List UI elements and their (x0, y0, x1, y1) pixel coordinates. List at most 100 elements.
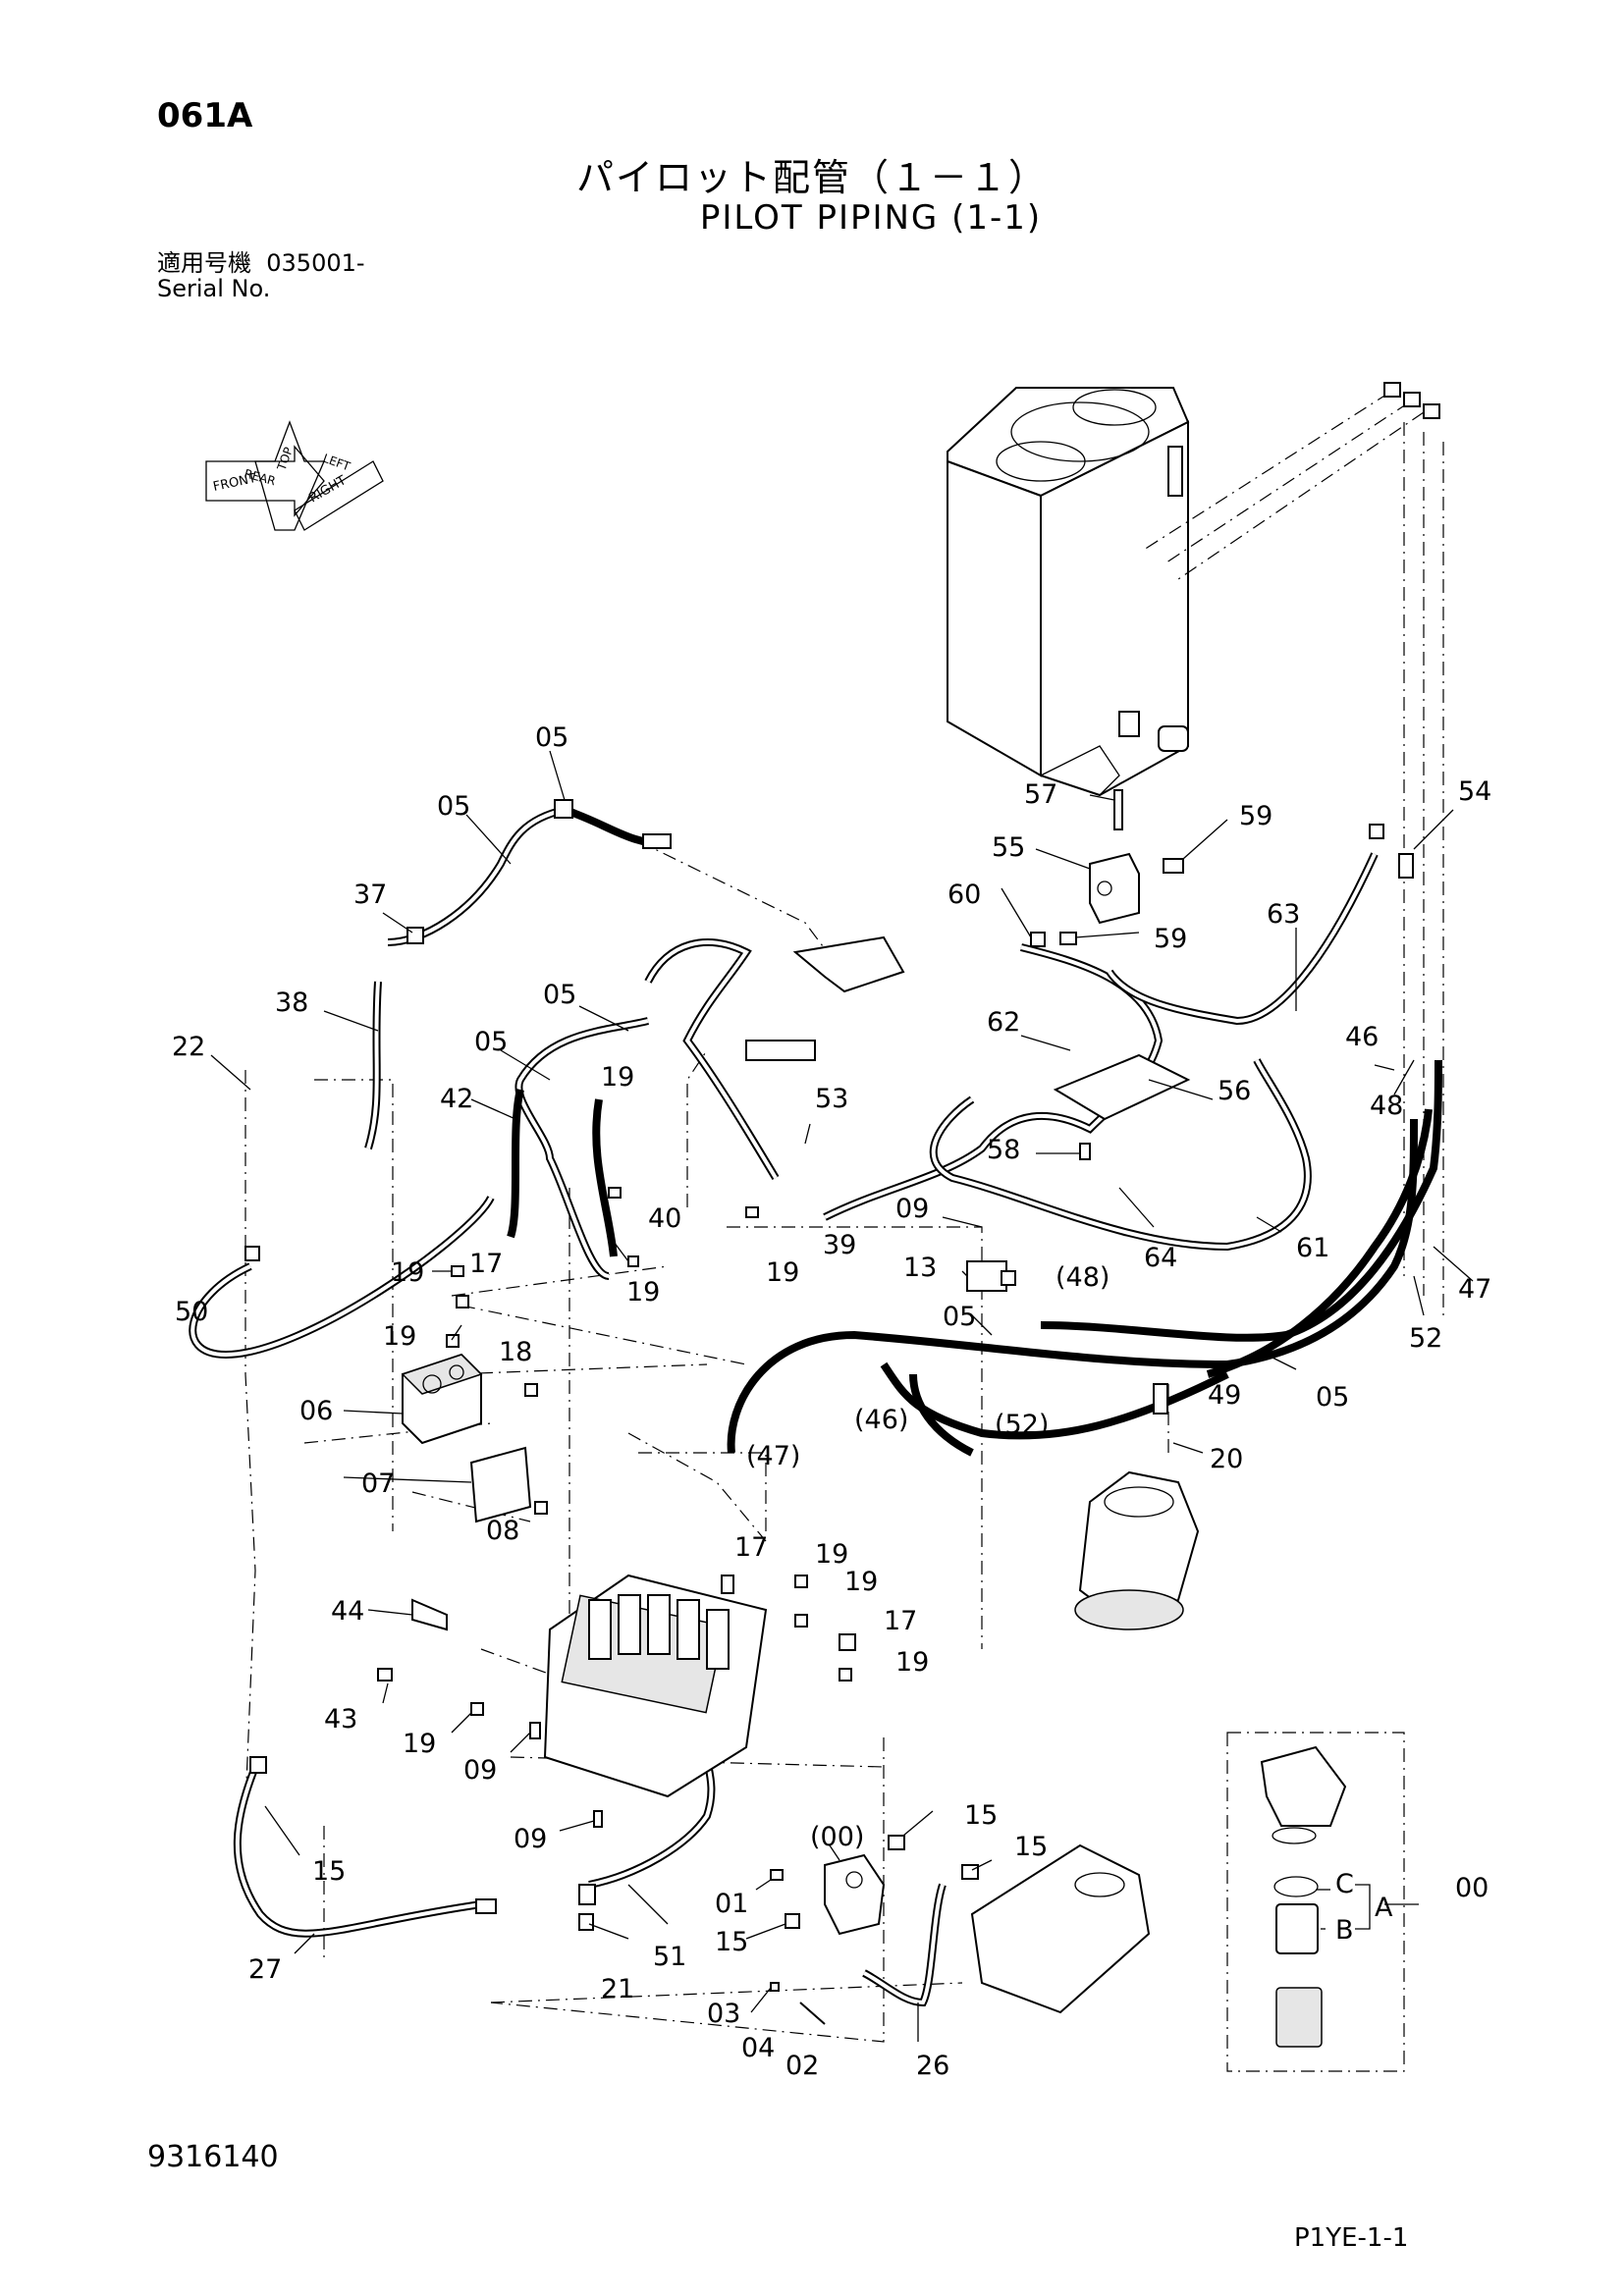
callout-05: 05 (437, 791, 470, 822)
serial-label-en: Serial No. (157, 275, 271, 302)
callout-leaders (210, 750, 1474, 2042)
callout-18: 18 (499, 1337, 532, 1367)
callout-40: 40 (648, 1203, 681, 1234)
pilot-valve-06 (401, 1353, 483, 1445)
callout-19: 19 (403, 1729, 436, 1759)
arrow-label-left: LEFT (321, 452, 352, 474)
callout-58: 58 (987, 1135, 1020, 1165)
callout-06: 06 (299, 1396, 333, 1426)
callout-20: 20 (1210, 1444, 1243, 1474)
arrow-label-top: TOP (274, 446, 296, 473)
callout-46-ref: (46) (854, 1405, 908, 1435)
control-valve-assembly (543, 1574, 768, 1798)
callout-22: 22 (172, 1032, 205, 1062)
callout-27: 27 (248, 1954, 282, 1985)
solenoid-13 (966, 1260, 1016, 1292)
callout-59: 59 (1154, 924, 1187, 954)
bracket-parts-upper (745, 935, 905, 1061)
bracket-44 (411, 1598, 448, 1631)
callout-62: 62 (987, 1007, 1020, 1038)
callout-00-ref: (00) (810, 1822, 864, 1852)
callout-59: 59 (1239, 801, 1272, 831)
callout-57: 57 (1024, 779, 1057, 810)
callout-46: 46 (1345, 1022, 1379, 1052)
callout-15: 15 (312, 1856, 346, 1887)
callout-17: 17 (469, 1249, 503, 1279)
callout-50: 50 (175, 1297, 208, 1327)
title-japanese: パイロット配管（１－１） (575, 156, 1048, 199)
callout-05: 05 (943, 1302, 976, 1332)
callout-05: 05 (1316, 1382, 1349, 1413)
serial-range: 035001- (266, 249, 365, 277)
callout-54: 54 (1458, 776, 1491, 807)
callout-26: 26 (916, 2051, 949, 2081)
callout-15: 15 (964, 1800, 998, 1831)
serial-info: 適用号機 035001- Serial No. (157, 250, 365, 301)
callout-labels: 05 05 37 38 22 05 05 42 19 19 40 19 19 3… (172, 722, 1491, 2081)
callout-08: 08 (486, 1516, 519, 1546)
callout-19: 19 (626, 1277, 660, 1308)
callout-00: 00 (1455, 1873, 1489, 1903)
travel-motor (970, 1843, 1151, 2014)
callout-19: 19 (601, 1062, 634, 1093)
callout-19: 19 (815, 1539, 848, 1570)
callout-19: 19 (766, 1257, 799, 1288)
callout-42: 42 (440, 1084, 473, 1114)
callout-61: 61 (1296, 1233, 1329, 1263)
callout-44: 44 (331, 1596, 364, 1627)
callout-38: 38 (275, 988, 308, 1018)
page-reference: P1YE-1-1 (1294, 2223, 1409, 2253)
swing-motor (1074, 1470, 1200, 1630)
detail-inset-00 (1226, 1732, 1419, 2072)
leader-lines (244, 392, 1444, 2043)
callout-47-ref: (47) (746, 1441, 800, 1471)
callout-01: 01 (715, 1889, 748, 1919)
plate-07 (469, 1446, 532, 1523)
callout-C: C (1335, 1869, 1354, 1899)
callout-63: 63 (1267, 899, 1300, 930)
orientation-arrows-icon: FRONT RIGHT TOP REAR LEFT (205, 420, 384, 531)
callout-47: 47 (1458, 1274, 1491, 1305)
callout-52: 52 (1409, 1323, 1442, 1354)
callout-05: 05 (535, 722, 568, 753)
callout-53: 53 (815, 1084, 848, 1114)
callout-15: 15 (1014, 1832, 1048, 1862)
callout-A: A (1375, 1893, 1393, 1923)
callout-60: 60 (947, 880, 981, 910)
callout-19: 19 (391, 1257, 424, 1288)
callout-49: 49 (1208, 1380, 1241, 1411)
callout-51: 51 (653, 1942, 686, 1972)
callout-37: 37 (353, 880, 387, 910)
drawing-number: 9316140 (147, 2140, 279, 2174)
callout-55: 55 (992, 832, 1025, 863)
callout-21: 21 (601, 1974, 634, 2004)
callout-17: 17 (884, 1606, 917, 1636)
callout-03: 03 (707, 1999, 740, 2029)
block-55 (1089, 852, 1140, 925)
callout-09: 09 (895, 1194, 929, 1224)
callout-15: 15 (715, 1927, 748, 1957)
callout-19: 19 (844, 1567, 878, 1597)
serial-label-jp: 適用号機 (157, 249, 251, 277)
callout-02: 02 (785, 2051, 819, 2081)
callout-39: 39 (823, 1230, 856, 1260)
hydraulic-tank (947, 387, 1190, 797)
block-00 (824, 1853, 886, 1936)
callout-48: 48 (1370, 1091, 1403, 1121)
page-code: 061A (157, 96, 253, 135)
callout-04: 04 (741, 2033, 775, 2063)
callout-64: 64 (1144, 1243, 1177, 1273)
callout-48-ref: (48) (1056, 1262, 1110, 1293)
callout-05: 05 (474, 1027, 508, 1057)
callout-13: 13 (903, 1253, 937, 1283)
callout-19: 19 (895, 1647, 929, 1678)
callout-05: 05 (543, 980, 576, 1010)
callout-43: 43 (324, 1704, 357, 1735)
callout-19: 19 (383, 1321, 416, 1352)
callout-09: 09 (514, 1824, 547, 1854)
arrow-label-right: RIGHT (307, 473, 350, 506)
plate-56 (1053, 1053, 1191, 1121)
fittings (244, 382, 1440, 2025)
callout-52-ref: (52) (995, 1410, 1049, 1440)
